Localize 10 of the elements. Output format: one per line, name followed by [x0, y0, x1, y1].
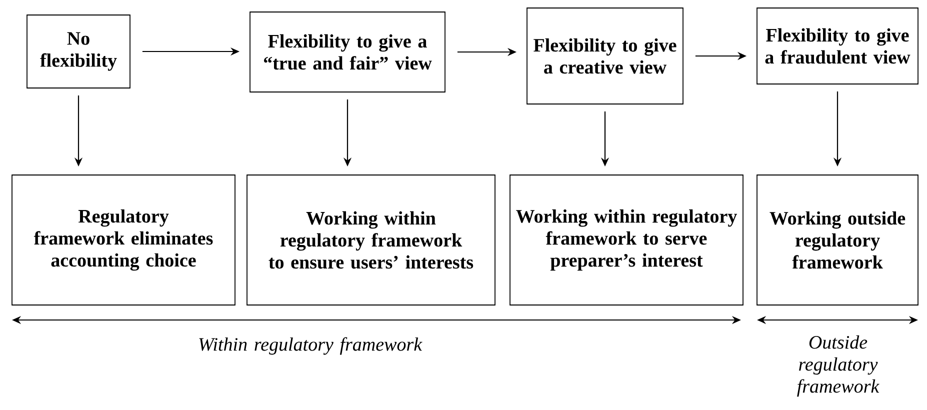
- process-box: Working within regulatory framework to serve preparer’s interest: [510, 174, 744, 306]
- process-box: Working within regulatory framework to ensure users’ interests: [246, 174, 496, 306]
- scope-label: Within regulatory framework: [199, 337, 422, 355]
- process-box: Flexibility to give a creative view: [526, 8, 684, 104]
- process-box: Regulatory framework eliminates accounting choice: [12, 174, 236, 306]
- process-box: Flexibility to give a fraudulent view: [756, 8, 918, 84]
- process-box: No flexibility: [26, 14, 130, 88]
- process-box: Flexibility to give a “true and fair” view: [250, 12, 446, 92]
- scope-label: Outside regulatory framework: [797, 335, 880, 397]
- process-box: Working outside regulatory framework: [756, 174, 918, 306]
